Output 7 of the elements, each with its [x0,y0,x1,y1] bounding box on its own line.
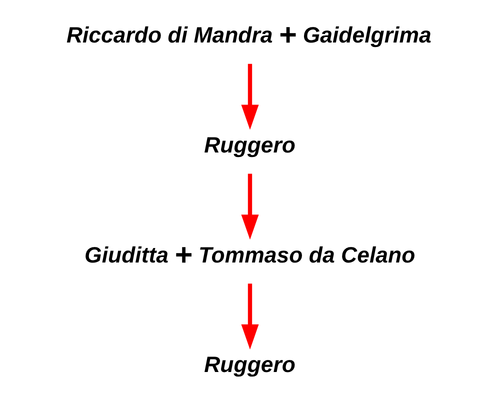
arrow [240,284,258,350]
arrow [240,174,258,240]
node-text: Ruggero [204,132,296,158]
node-text: Giuditta + Tommaso da Celano [84,238,415,272]
node-text: Ruggero [204,352,296,378]
node-text: Riccardo di Mandra + Gaidelgrima [66,18,431,52]
arrow [240,64,258,130]
